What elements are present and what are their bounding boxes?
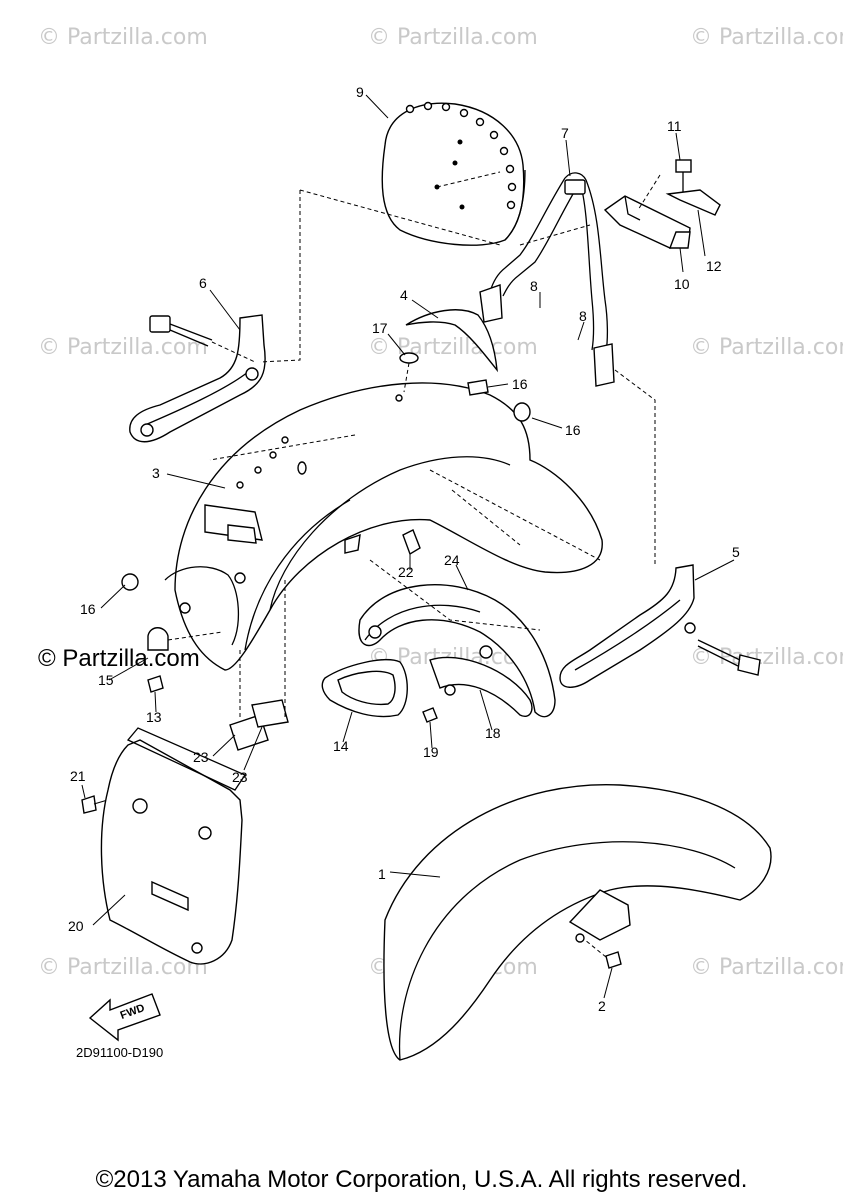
- watermark: © Partzilla.com: [690, 955, 843, 980]
- left-side-plate: [129, 314, 266, 443]
- bolt: [147, 675, 164, 693]
- grommet: [147, 627, 169, 651]
- callout-2: 2: [598, 998, 606, 1014]
- watermark: © Partzilla.com: [690, 25, 843, 50]
- callout-12: 12: [706, 258, 722, 274]
- callout-11: 11: [667, 118, 682, 134]
- rear-fender: [164, 382, 603, 671]
- reflector-plate: [321, 659, 408, 718]
- watermark: © Partzilla.com: [690, 645, 843, 670]
- callout-21: 21: [70, 768, 86, 784]
- bolt: [422, 707, 438, 723]
- callout-8: 8: [530, 278, 538, 294]
- callout-16: 16: [80, 601, 96, 617]
- rear-cover: [100, 727, 246, 965]
- leader-lines: [81, 94, 735, 999]
- diagram-code: 2D91100-D190: [76, 1045, 164, 1060]
- callout-6: 6: [199, 275, 207, 291]
- watermark: © Partzilla.com: [690, 335, 843, 360]
- backrest-pad: [381, 101, 526, 246]
- grommet: [513, 402, 531, 422]
- callout-23: 23: [193, 749, 209, 765]
- callout-16: 16: [565, 422, 581, 438]
- fwd-arrow-icon: [88, 993, 161, 1042]
- callout-3: 3: [152, 465, 160, 481]
- watermark: © Partzilla.com: [38, 335, 208, 360]
- copyright-notice: ©2013 Yamaha Motor Corporation, U.S.A. A…: [95, 1166, 748, 1193]
- front-fender: [383, 783, 772, 1061]
- callout-9: 9: [356, 84, 364, 100]
- backrest-bracket: [603, 159, 721, 249]
- callout-16: 16: [512, 376, 528, 392]
- inner-fender: [358, 584, 556, 718]
- callout-17: 17: [372, 320, 388, 336]
- callout-4: 4: [400, 287, 408, 303]
- callout-22: 22: [398, 564, 414, 580]
- watermark: © Partzilla.com: [368, 25, 538, 50]
- callout-19: 19: [423, 744, 439, 760]
- bolt: [81, 795, 97, 814]
- watermark-large: © Partzilla.com: [38, 645, 200, 672]
- callout-20: 20: [68, 918, 84, 934]
- callout-14: 14: [333, 738, 349, 754]
- callout-23: 23: [232, 769, 248, 785]
- callout-18: 18: [485, 725, 501, 741]
- callout-7: 7: [561, 125, 569, 141]
- right-side-plate: [559, 564, 761, 688]
- tape: [251, 699, 289, 728]
- watermark: © Partzilla.com: [38, 955, 208, 980]
- grommet: [467, 379, 489, 396]
- grommet: [121, 573, 139, 591]
- backrest-bar: [479, 172, 615, 387]
- watermark: © Partzilla.com: [38, 25, 208, 50]
- washer: [399, 352, 419, 364]
- clip: [402, 529, 421, 556]
- callout-13: 13: [146, 709, 162, 725]
- bolt: [605, 951, 622, 969]
- fender-trim: [405, 309, 498, 373]
- callout-8: 8: [579, 308, 587, 324]
- watermark: © Partzilla.com: [368, 335, 538, 360]
- callout-10: 10: [674, 276, 690, 292]
- callout-15: 15: [98, 672, 114, 688]
- callout-5: 5: [732, 544, 740, 560]
- callout-24: 24: [444, 552, 460, 568]
- callout-1: 1: [378, 866, 386, 882]
